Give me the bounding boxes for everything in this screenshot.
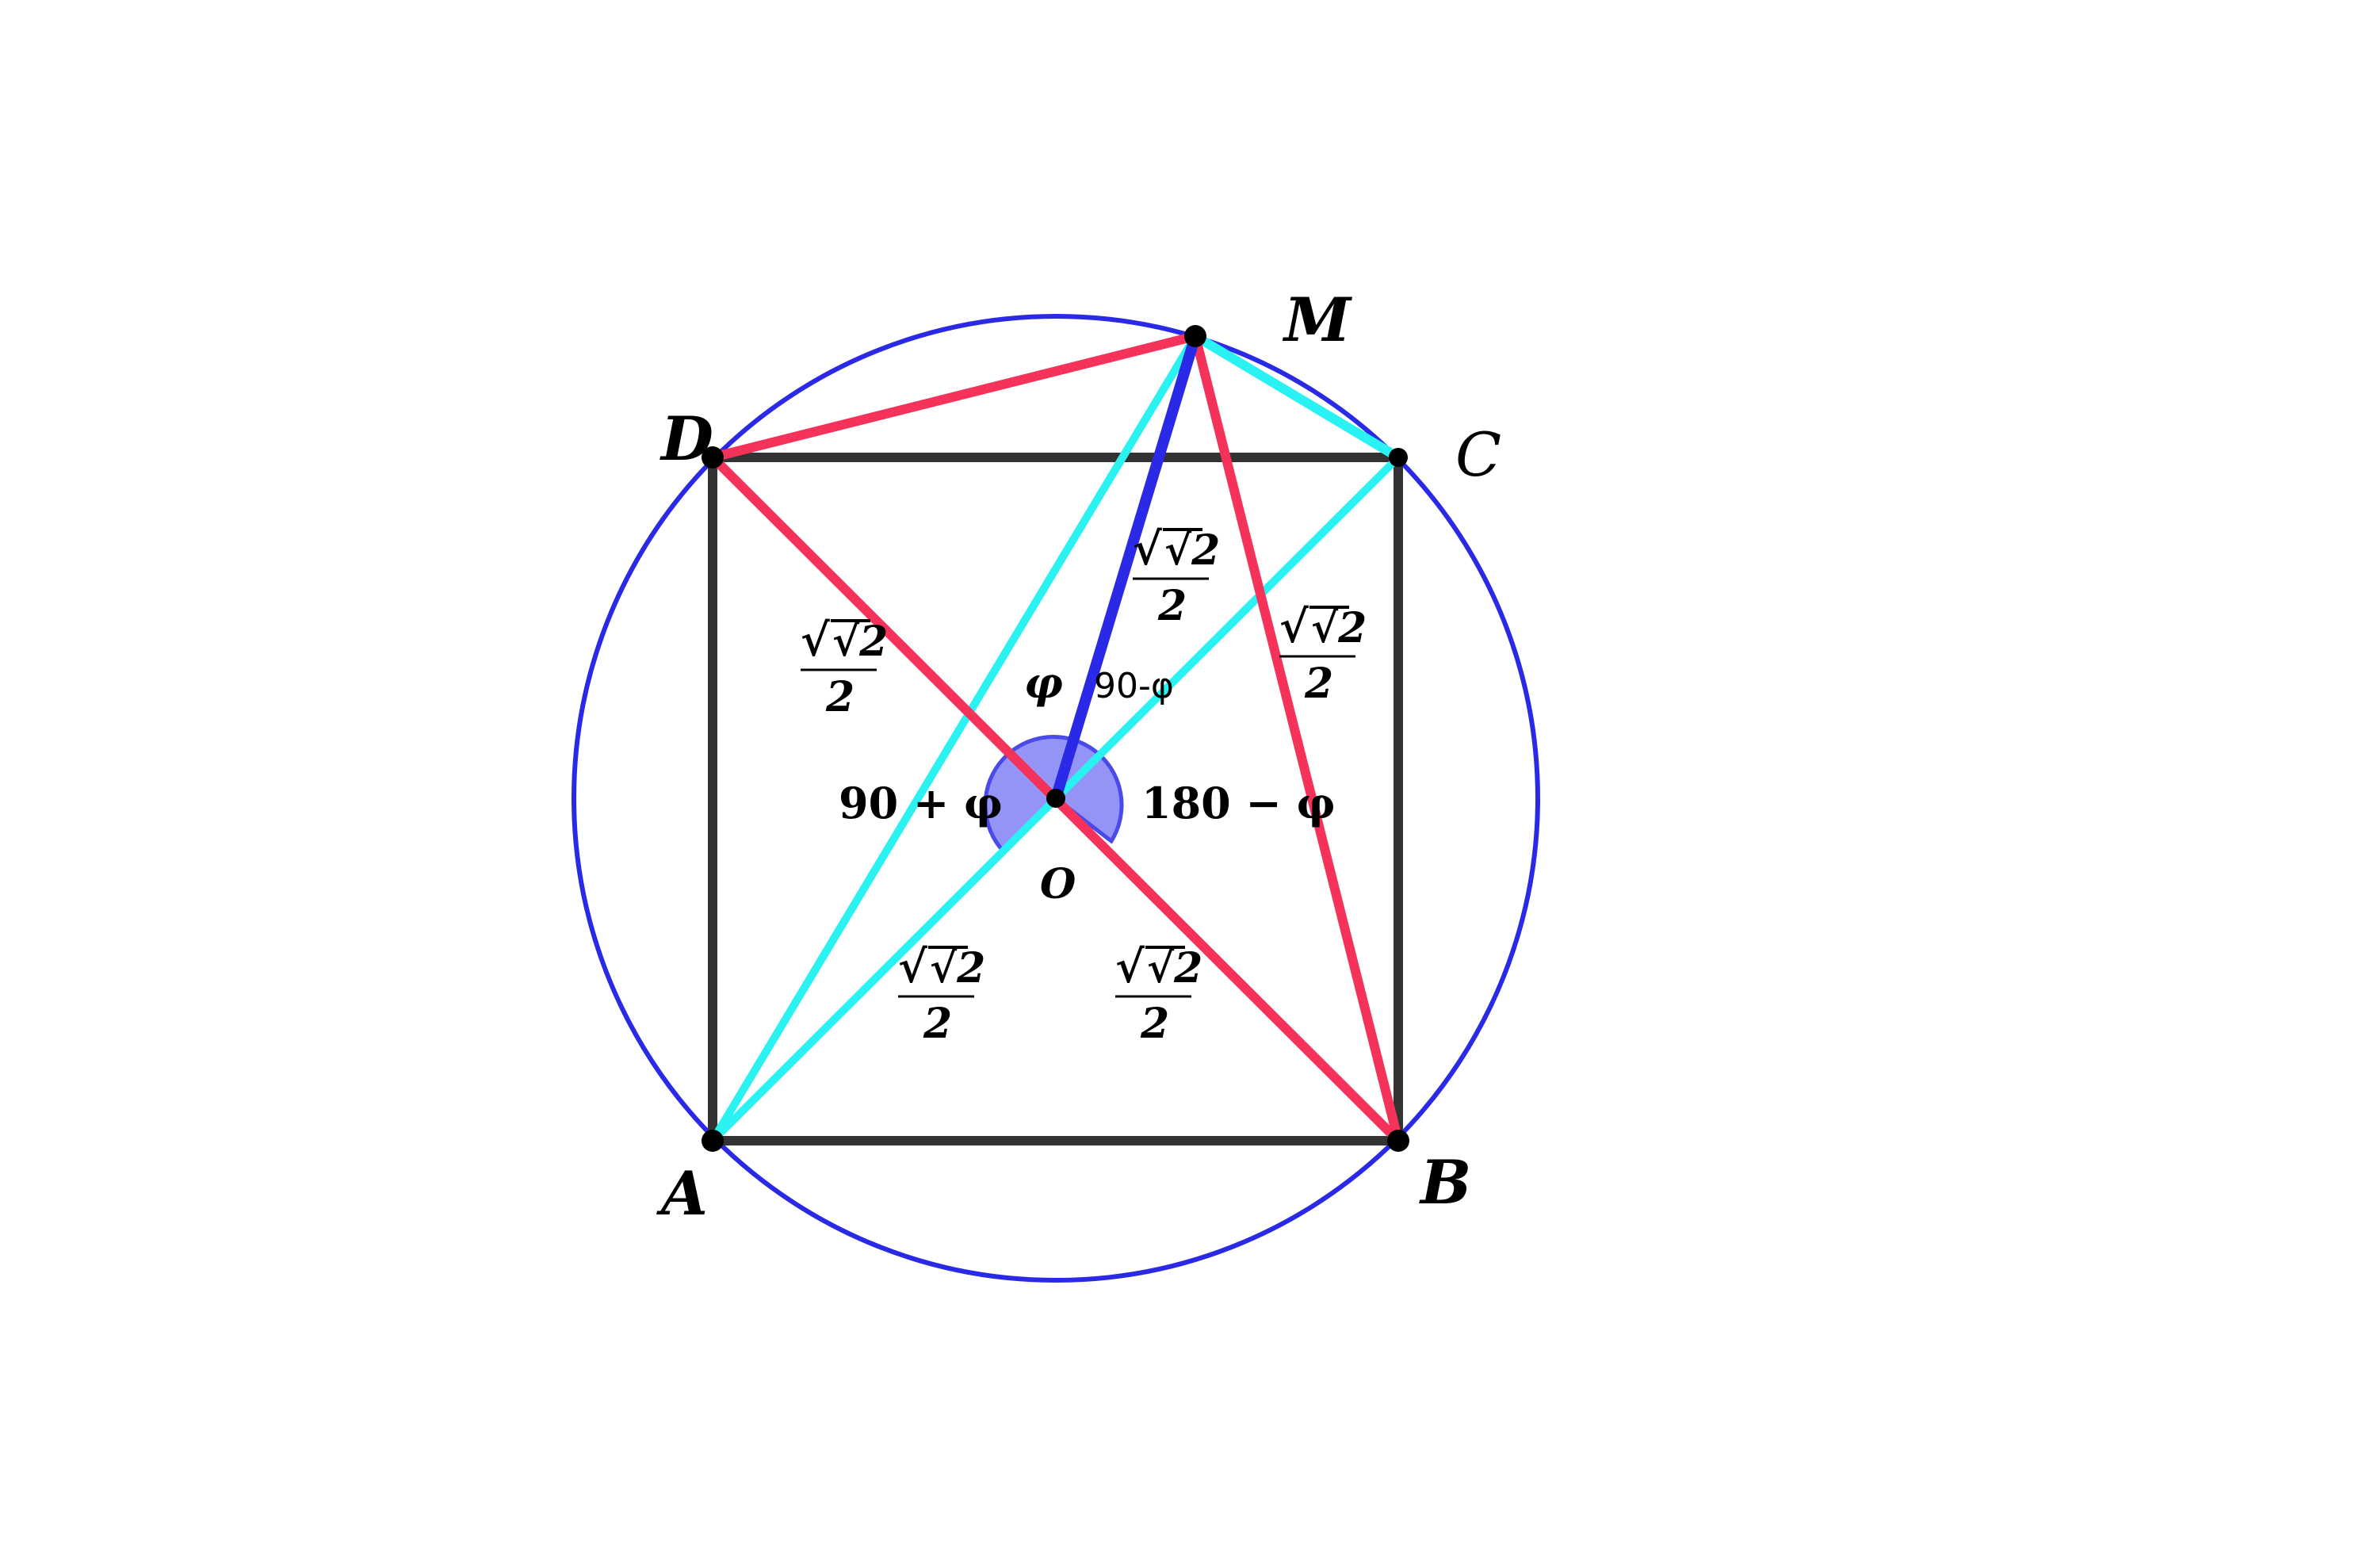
angle-label-180-minus-phi: 180 − φ bbox=[1141, 778, 1335, 828]
angle-label-90-plus-phi: 90 + φ bbox=[839, 778, 1003, 828]
fraction-denominator: 2 bbox=[923, 1000, 952, 1048]
fraction-numerator: √2 bbox=[930, 944, 985, 992]
fraction-numerator: √2 bbox=[1147, 944, 1202, 992]
fraction-numerator: √2 bbox=[1164, 526, 1220, 575]
fraction-denominator: 2 bbox=[825, 673, 854, 721]
fraction-denominator: 2 bbox=[1140, 1000, 1169, 1048]
circumcircle bbox=[572, 314, 1540, 1283]
fraction-denominator: 2 bbox=[1304, 660, 1333, 708]
label-B: B bbox=[1419, 1147, 1471, 1218]
radical-sign: √ bbox=[1279, 601, 1309, 653]
label-A: A bbox=[656, 1158, 708, 1229]
fraction-numerator: √2 bbox=[832, 618, 888, 666]
point-B bbox=[1387, 1130, 1409, 1152]
fraction-numerator: √2 bbox=[1311, 604, 1367, 652]
radical-sign: √ bbox=[801, 614, 830, 667]
segment-MC bbox=[1192, 331, 1401, 462]
fraction-label-OB: √ √2 2 bbox=[1115, 941, 1202, 1048]
label-C: C bbox=[1455, 419, 1501, 490]
point-C bbox=[1389, 448, 1408, 467]
point-O bbox=[1046, 789, 1065, 808]
radical-sign: √ bbox=[1115, 941, 1145, 993]
point-A bbox=[702, 1130, 724, 1152]
label-D: D bbox=[659, 403, 713, 474]
radius-OM bbox=[1050, 334, 1201, 801]
angle-label-90-minus-phi: 90-φ bbox=[1094, 666, 1174, 706]
label-M: M bbox=[1282, 285, 1352, 355]
segment-AM bbox=[709, 334, 1199, 1143]
point-M bbox=[1184, 325, 1206, 347]
fraction-label-OD: √ √2 2 bbox=[801, 614, 888, 721]
fraction-label-MB: √ √2 2 bbox=[1279, 601, 1367, 708]
fraction-denominator: 2 bbox=[1157, 582, 1187, 630]
angle-label-phi: φ bbox=[1024, 657, 1063, 708]
fraction-label-OM: √ √2 2 bbox=[1133, 523, 1220, 630]
segment-DM bbox=[711, 331, 1197, 462]
segment-MB bbox=[1191, 335, 1403, 1142]
radical-sign: √ bbox=[898, 941, 927, 993]
point-D bbox=[702, 446, 724, 468]
fraction-label-OA: √ √2 2 bbox=[898, 941, 985, 1048]
label-O: O bbox=[1040, 860, 1076, 908]
radical-sign: √ bbox=[1133, 523, 1162, 576]
